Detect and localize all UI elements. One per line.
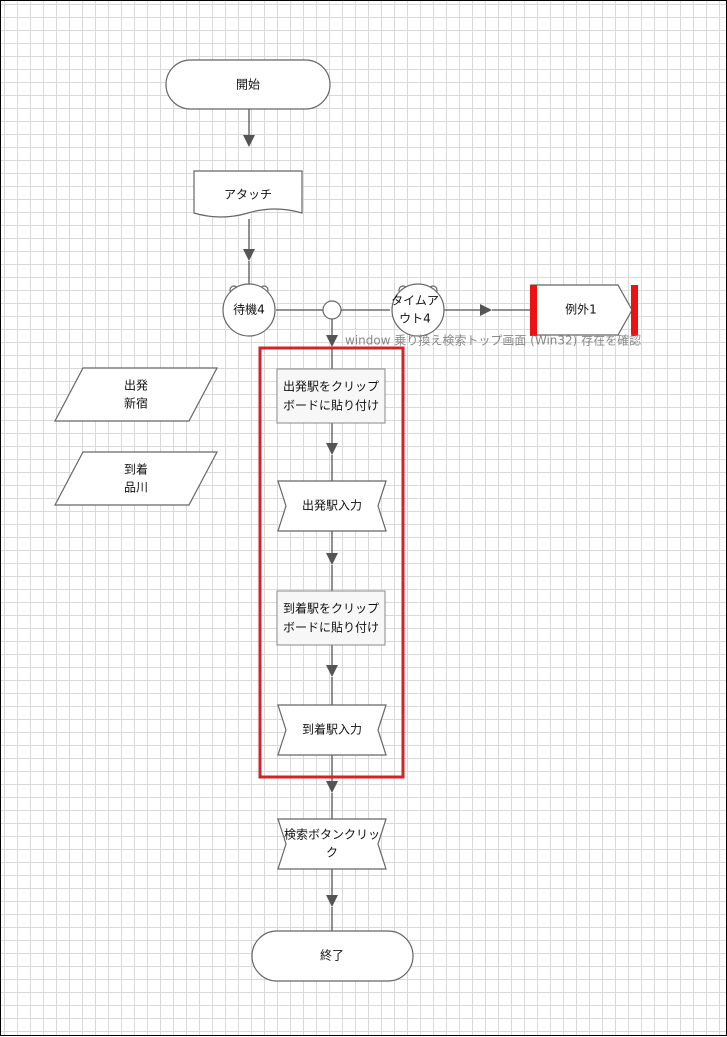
exception-bar-right bbox=[631, 285, 638, 336]
end-label: 終了 bbox=[320, 948, 344, 963]
arrow-clip2-input2 bbox=[326, 665, 338, 677]
clipboard-arrival-node[interactable]: 到着駅をクリップ ボードに貼り付け bbox=[276, 590, 386, 646]
arrow-search-end bbox=[326, 895, 338, 907]
end-node[interactable]: 終了 bbox=[251, 930, 414, 982]
exception-bar-left bbox=[530, 285, 537, 336]
clipboard-departure-node[interactable]: 出発駅をクリップ ボードに貼り付け bbox=[276, 368, 386, 424]
input-arrival-node[interactable]: 到着駅入力 bbox=[277, 704, 387, 756]
search-click-line1: 検索ボタンクリッ bbox=[284, 828, 380, 842]
exception-label: 例外1 bbox=[565, 303, 597, 317]
start-label: 開始 bbox=[236, 78, 260, 92]
clipboard-arrival-line2: ボードに貼り付け bbox=[283, 620, 379, 635]
search-click-node[interactable]: 検索ボタンクリッ ク bbox=[277, 818, 387, 870]
arrow-clip1-input1 bbox=[326, 443, 338, 455]
arrow-attach-wait bbox=[243, 249, 255, 261]
arrow-timeout-exception bbox=[480, 304, 492, 316]
timeout-node[interactable]: タイムア ウト4 bbox=[391, 283, 445, 337]
clipboard-departure-line2: ボードに貼り付け bbox=[283, 398, 379, 413]
search-click-line2: ク bbox=[326, 846, 338, 860]
wait-node[interactable]: 待機4 bbox=[222, 283, 276, 337]
departure-label-line1: 出発 bbox=[124, 379, 148, 393]
attach-node[interactable]: アタッチ bbox=[193, 170, 303, 218]
highlight-box bbox=[258, 346, 405, 779]
arrow-input1-clip2 bbox=[326, 553, 338, 565]
arrival-data-node[interactable]: 到着 品川 bbox=[54, 451, 218, 506]
clipboard-departure-line1: 出発駅をクリップ bbox=[283, 380, 379, 394]
input-departure-node[interactable]: 出発駅入力 bbox=[277, 480, 387, 532]
input-departure-label: 出発駅入力 bbox=[302, 499, 362, 513]
timer-icon bbox=[222, 283, 276, 337]
timer-icon bbox=[391, 283, 445, 337]
arrow-junction-down bbox=[326, 335, 338, 347]
clipboard-arrival-line1: 到着駅をクリップ bbox=[283, 601, 379, 616]
departure-label-line2: 新宿 bbox=[124, 396, 148, 411]
input-arrival-label: 到着駅入力 bbox=[302, 722, 362, 737]
arrow-input2-search bbox=[326, 781, 338, 793]
arrow-start-attach bbox=[243, 135, 255, 147]
junction-node[interactable] bbox=[322, 300, 342, 320]
exception-node[interactable]: 例外1 bbox=[530, 284, 638, 336]
timeout-label-line2: ウト4 bbox=[399, 312, 431, 326]
arrival-label-line1: 到着 bbox=[124, 462, 148, 477]
wait-label: 待機4 bbox=[233, 302, 265, 317]
departure-data-node[interactable]: 出発 新宿 bbox=[54, 367, 218, 422]
start-node[interactable]: 開始 bbox=[165, 59, 331, 110]
timeout-label-line1: タイムア bbox=[391, 294, 439, 308]
condition-note: window 乗り換え検索トップ画面 (Win32) 存在を確認 bbox=[345, 333, 641, 348]
attach-label: アタッチ bbox=[224, 188, 272, 202]
arrival-label-line2: 品川 bbox=[124, 481, 148, 495]
